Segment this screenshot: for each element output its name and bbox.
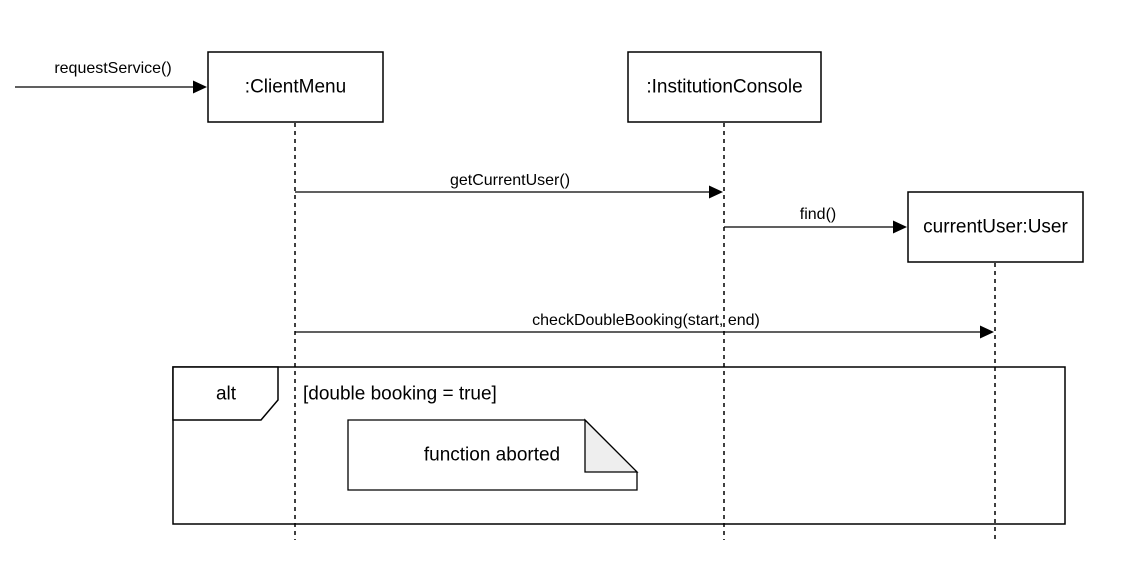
message-get-current-user[interactable]: getCurrentUser() — [295, 172, 723, 199]
fragment-frame — [172, 366, 1066, 525]
note-text: function aborted — [424, 445, 560, 466]
message-label-get-current-user: getCurrentUser() — [450, 172, 570, 189]
arrowhead-icon — [193, 80, 207, 94]
lifeline-label-current-user: currentUser:User — [923, 217, 1068, 238]
lifeline-current-user[interactable]: currentUser:User — [907, 191, 1084, 263]
fragment-guard: [double booking = true] — [303, 384, 497, 405]
message-find[interactable]: find() — [724, 206, 907, 234]
arrowhead-icon — [709, 185, 723, 199]
message-label-find: find() — [800, 206, 836, 223]
fragment-operator-tab — [172, 366, 279, 421]
message-label-check-double-booking: checkDoubleBooking(start, end) — [532, 312, 760, 329]
message-request-service[interactable]: requestService() — [15, 60, 207, 94]
lifeline-institution-console[interactable]: :InstitutionConsole — [627, 51, 822, 123]
lifeline-label-client-menu: :ClientMenu — [245, 77, 346, 98]
lifeline-label-institution-console: :InstitutionConsole — [646, 77, 802, 98]
message-check-double-booking[interactable]: checkDoubleBooking(start, end) — [295, 312, 994, 339]
combined-fragment-alt[interactable]: alt [double booking = true] — [172, 366, 1066, 525]
lifeline-client-menu[interactable]: :ClientMenu — [207, 51, 384, 123]
note-function-aborted[interactable]: function aborted — [347, 418, 639, 491]
note-body — [347, 419, 638, 491]
note-fold-corner — [584, 418, 639, 473]
message-label-request-service: requestService() — [54, 60, 171, 77]
arrowhead-icon — [980, 325, 994, 339]
arrowhead-icon — [893, 220, 907, 234]
fragment-operator-label: alt — [216, 384, 237, 405]
